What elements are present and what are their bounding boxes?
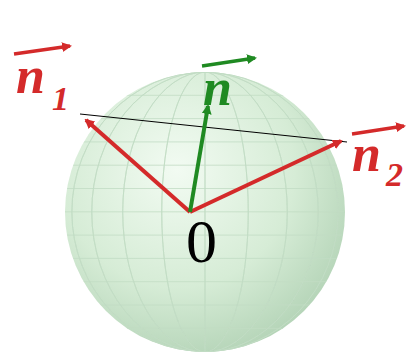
origin-label: 0 — [186, 210, 217, 272]
vector-name: n — [16, 50, 45, 102]
vector-n2 — [190, 141, 341, 212]
vector-name: n — [352, 128, 381, 180]
vector-name: n — [203, 62, 232, 114]
vector-n1 — [86, 120, 190, 212]
subscript: 2 — [386, 158, 403, 192]
chord-line — [80, 114, 347, 142]
sphere-facets — [60, 72, 350, 352]
subscript: 1 — [52, 82, 69, 116]
vector-n — [190, 106, 208, 212]
